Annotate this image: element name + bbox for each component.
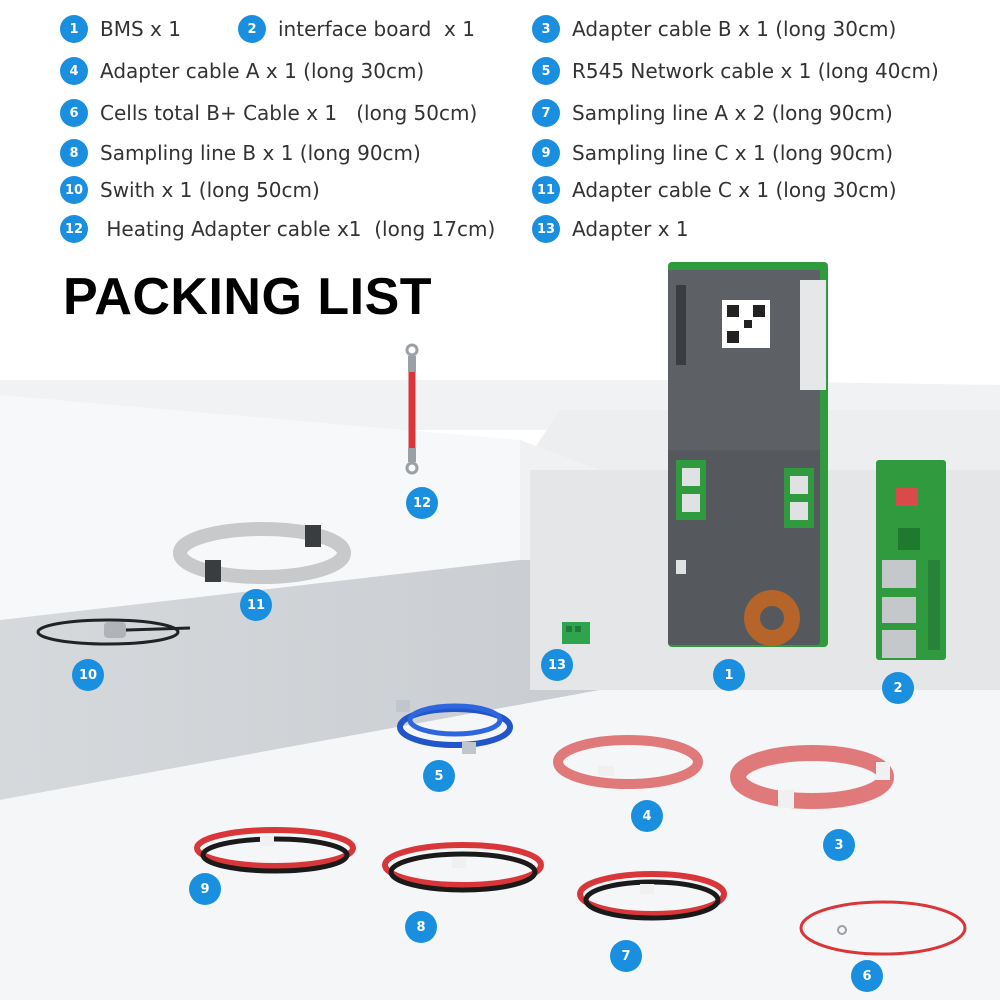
item-number-badge: 4 bbox=[60, 57, 88, 85]
list-item: 13 Adapter x 1 bbox=[532, 214, 689, 244]
item-label: Swith x 1 (long 50cm) bbox=[100, 178, 320, 202]
switch-cable bbox=[36, 618, 191, 646]
item-number-badge: 5 bbox=[532, 57, 560, 85]
list-item: 12 Heating Adapter cable x1 (long 17cm) bbox=[60, 214, 495, 244]
page-title: PACKING LIST bbox=[63, 268, 433, 326]
adapter-cable-b bbox=[730, 745, 894, 809]
list-item: 9 Sampling line C x 1 (long 90cm) bbox=[532, 138, 893, 168]
list-item: 1 BMS x 1 bbox=[60, 14, 181, 44]
list-item: 5 R545 Network cable x 1 (long 40cm) bbox=[532, 56, 939, 86]
item-number-badge: 1 bbox=[60, 15, 88, 43]
list-item: 2 interface board x 1 bbox=[238, 14, 475, 44]
product-badge: 9 bbox=[189, 873, 221, 905]
product-badge: 1 bbox=[713, 659, 745, 691]
item-label: R545 Network cable x 1 (long 40cm) bbox=[572, 59, 939, 83]
item-number-badge: 11 bbox=[532, 176, 560, 204]
item-label: Heating Adapter cable x1 (long 17cm) bbox=[100, 217, 496, 241]
sampling-line-c bbox=[194, 827, 356, 874]
item-number-badge: 3 bbox=[532, 15, 560, 43]
item-number-badge: 6 bbox=[60, 99, 88, 127]
network-cable bbox=[396, 700, 513, 754]
sampling-line-b bbox=[382, 842, 544, 893]
list-item: 6 Cells total B+ Cable x 1 (long 50cm) bbox=[60, 98, 477, 128]
item-number-badge: 12 bbox=[60, 215, 88, 243]
interface-board bbox=[876, 460, 946, 660]
item-number-badge: 10 bbox=[60, 176, 88, 204]
product-badge: 13 bbox=[541, 649, 573, 681]
product-badge: 10 bbox=[72, 659, 104, 691]
product-badge: 6 bbox=[851, 960, 883, 992]
list-item: 10 Swith x 1 (long 50cm) bbox=[60, 175, 320, 205]
product-badge: 11 bbox=[240, 589, 272, 621]
terminal-adapter bbox=[562, 622, 590, 644]
item-number-badge: 7 bbox=[532, 99, 560, 127]
list-item: 11 Adapter cable C x 1 (long 30cm) bbox=[532, 175, 897, 205]
product-badge: 2 bbox=[882, 672, 914, 704]
item-number-badge: 9 bbox=[532, 139, 560, 167]
product-badge: 3 bbox=[823, 829, 855, 861]
heating-adapter-cable bbox=[405, 343, 419, 475]
item-label: Cells total B+ Cable x 1 (long 50cm) bbox=[100, 101, 478, 125]
product-badge: 5 bbox=[423, 760, 455, 792]
list-item: 3 Adapter cable B x 1 (long 30cm) bbox=[532, 14, 896, 44]
item-label: Adapter x 1 bbox=[572, 217, 689, 241]
item-label: BMS x 1 bbox=[100, 17, 181, 41]
item-label: Sampling line A x 2 (long 90cm) bbox=[572, 101, 893, 125]
product-badge: 8 bbox=[405, 911, 437, 943]
product-badge: 4 bbox=[631, 800, 663, 832]
item-label: Sampling line B x 1 (long 90cm) bbox=[100, 141, 421, 165]
item-number-badge: 13 bbox=[532, 215, 560, 243]
product-badge: 12 bbox=[406, 487, 438, 519]
ribbon-cable bbox=[173, 522, 351, 584]
list-item: 4 Adapter cable A x 1 (long 30cm) bbox=[60, 56, 424, 86]
cells-total-cable bbox=[799, 900, 967, 956]
list-item: 8 Sampling line B x 1 (long 90cm) bbox=[60, 138, 421, 168]
sampling-line-a bbox=[577, 871, 727, 921]
item-number-badge: 8 bbox=[60, 139, 88, 167]
item-label: Adapter cable C x 1 (long 30cm) bbox=[572, 178, 897, 202]
bms-board bbox=[668, 262, 828, 647]
product-badge: 7 bbox=[610, 940, 642, 972]
item-label: Adapter cable A x 1 (long 30cm) bbox=[100, 59, 425, 83]
item-label: Adapter cable B x 1 (long 30cm) bbox=[572, 17, 897, 41]
item-number-badge: 2 bbox=[238, 15, 266, 43]
item-label: interface board x 1 bbox=[278, 17, 475, 41]
adapter-cable-a bbox=[553, 735, 703, 789]
list-item: 7 Sampling line A x 2 (long 90cm) bbox=[532, 98, 893, 128]
item-label: Sampling line C x 1 (long 90cm) bbox=[572, 141, 894, 165]
